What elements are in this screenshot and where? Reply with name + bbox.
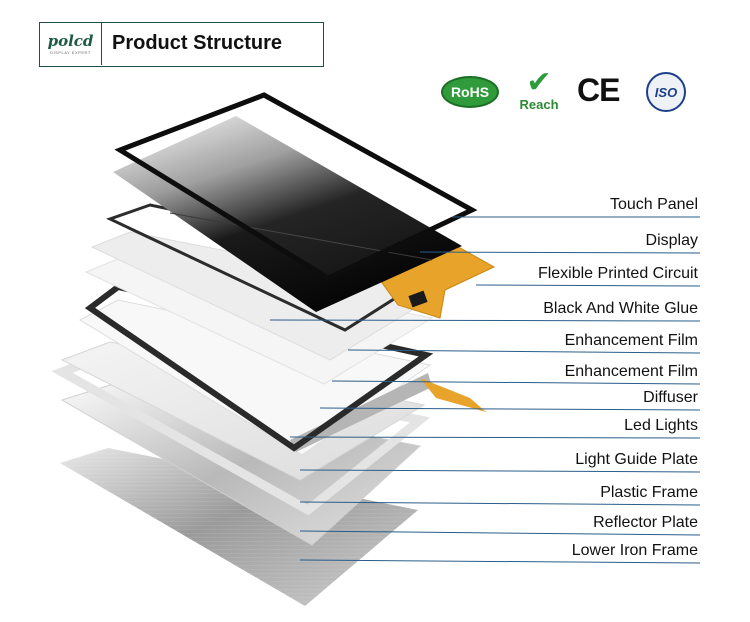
layer-lower-iron-frame [60, 448, 418, 606]
header-box: polcd DISPLAY EXPERT Product Structure [39, 22, 324, 67]
layer-label: Light Guide Plate [575, 451, 698, 468]
reach-badge: ✔ Reach [517, 68, 561, 118]
checkmark-icon: ✔ [526, 66, 552, 99]
layer-label: Lower Iron Frame [571, 542, 698, 559]
leader-line [269, 319, 701, 322]
leader-line [419, 251, 701, 254]
leader-line [299, 469, 701, 473]
leader-line [299, 501, 701, 506]
certification-badges: RoHS ✔ Reach CE ISO [437, 66, 697, 118]
leader-line [475, 284, 701, 287]
leader-line [331, 380, 701, 385]
layer-label: Enhancement Film [564, 363, 698, 380]
leader-line [289, 436, 701, 439]
reach-label: Reach [519, 97, 559, 112]
rohs-badge: RoHS [441, 76, 499, 108]
layer-label: Enhancement Film [564, 332, 698, 349]
iso-label: ISO [654, 84, 678, 100]
ce-mark: CE [577, 72, 620, 108]
layer-label: Touch Panel [609, 196, 698, 213]
leader-line [299, 530, 701, 536]
layer-touch-panel [114, 92, 478, 281]
layer-label: Diffuser [643, 389, 698, 406]
leader-line [347, 349, 701, 354]
layer-label: Flexible Printed Circuit [537, 265, 698, 282]
layer-label: Display [645, 232, 698, 249]
layer-label: Reflector Plate [593, 514, 698, 531]
iso-badge: ISO [646, 72, 686, 112]
logo-subtext: DISPLAY EXPERT [50, 49, 91, 55]
company-logo: polcd DISPLAY EXPERT [40, 23, 102, 65]
layer-label: Black And White Glue [543, 300, 698, 317]
layer-label: Plastic Frame [600, 484, 698, 501]
layer-label: Led Lights [624, 417, 698, 434]
leader-lines [269, 216, 701, 564]
leader-line [299, 559, 701, 564]
page-title: Product Structure [112, 32, 283, 54]
logo-text: polcd [47, 31, 94, 50]
rohs-label: RoHS [450, 84, 490, 100]
leader-line [319, 407, 701, 411]
